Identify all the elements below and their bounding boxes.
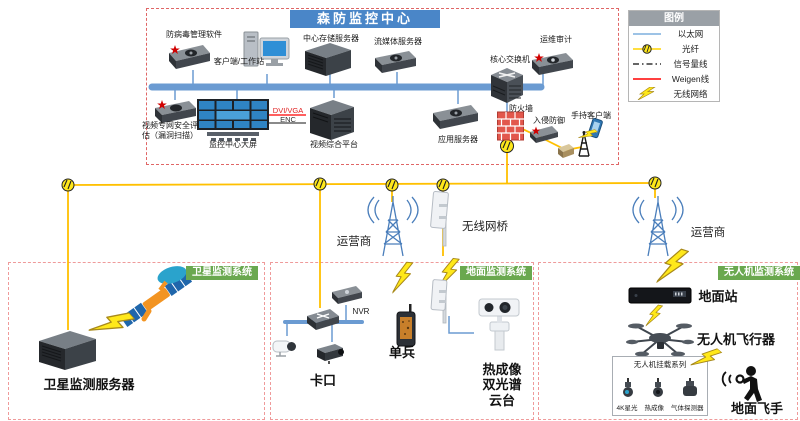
bridge-receiver-icon <box>430 278 456 324</box>
payload-thermal-label: 热成像 <box>644 405 664 412</box>
wireless-bolt-icon <box>391 259 414 297</box>
weigen-line-icon <box>632 74 662 84</box>
box-camera-icon <box>314 340 348 366</box>
ground-switch-icon <box>304 306 342 332</box>
ips-icon <box>528 124 560 144</box>
video-eval-server-icon <box>152 98 200 124</box>
enc-link-label: ENC <box>280 115 296 124</box>
checkpoint-label: 卡口 <box>309 373 336 388</box>
satellite-zone-badge: 卫星监测系统 <box>186 266 258 280</box>
payload-4k-camera-icon <box>620 376 636 400</box>
workstation-icon <box>242 28 292 74</box>
wireless-bolt-icon <box>632 86 662 101</box>
satellite-server-icon <box>34 328 102 370</box>
payload-4k-label: 4K星光 <box>616 405 638 412</box>
wireless-bolt-icon <box>87 302 136 348</box>
video-wall-label: 监控中心大屏 <box>209 140 257 149</box>
ops-audit-icon <box>529 50 577 76</box>
wireless-bridge-label: 无线网桥 <box>462 221 508 233</box>
soldier-label: 单兵 <box>388 345 415 360</box>
ethernet-line-icon <box>632 29 662 39</box>
ptz-camera-label: 热成像 双光谱 云台 <box>482 362 522 408</box>
video-wall-icon <box>197 99 269 143</box>
legend-item-signal: 信号量线 <box>629 56 719 71</box>
pilot-person-icon <box>720 364 766 404</box>
payload-box: 无人机挂载系列 4K星光 热成像 气体探测器 <box>612 356 708 416</box>
nvr-label: NVR <box>352 307 370 316</box>
legend-item-wireless: 无线网络 <box>629 86 719 101</box>
payload-thermal-camera-icon <box>650 376 666 400</box>
uav-label: 无人机飞行器 <box>696 332 775 347</box>
signal-line-icon <box>632 59 662 69</box>
storage-server-label: 中心存储服务器 <box>303 34 359 43</box>
zone-satellite <box>8 262 265 420</box>
video-platform-label: 视频综合平台 <box>310 140 358 149</box>
core-switch-label: 核心交换机 <box>490 55 530 64</box>
ops-audit-label: 运维审计 <box>540 35 572 44</box>
zone-monitoring-center <box>146 8 619 165</box>
zone-ground <box>270 262 534 420</box>
satellite-server-label: 卫星监测服务器 <box>43 377 135 392</box>
firewall-label: 防火墙 <box>509 104 533 113</box>
ground-station-icon <box>628 283 692 307</box>
ips-label: 入侵防御 <box>533 116 565 125</box>
carrier-mid-label: 运营商 <box>336 236 372 248</box>
core-switch-icon <box>488 64 526 104</box>
ground-station-label: 地面站 <box>698 289 738 304</box>
fiber-line-icon <box>632 43 662 55</box>
wireless-bridge-icon <box>430 190 456 248</box>
satellite-icon <box>114 262 198 336</box>
legend-item-fiber: 光纤 <box>629 41 719 56</box>
carrier-right-label: 运营商 <box>690 227 726 239</box>
soldier-phone-icon <box>392 304 420 348</box>
video-eval-label: 视频专网安全评估（漏洞扫描） <box>142 121 198 140</box>
legend: 图例 以太网 光纤 信号量线 Weigen线 无线网络 <box>628 10 720 102</box>
handheld-client-label: 手持客户端 <box>571 111 611 120</box>
antenna-mast-icon <box>574 130 594 158</box>
payload-gas-label: 气体探测器 <box>670 405 704 412</box>
legend-title: 图例 <box>629 11 719 26</box>
drone-icon <box>626 318 694 360</box>
wireless-bolt-icon <box>577 125 598 145</box>
ground-zone-badge: 地面监测系统 <box>460 266 532 280</box>
wireless-bolt-icon <box>655 244 690 291</box>
bullet-camera-icon <box>272 332 298 360</box>
firewall-icon <box>497 111 524 141</box>
antivirus-server-icon <box>166 42 214 70</box>
legend-item-ethernet: 以太网 <box>629 26 719 41</box>
app-server-icon <box>430 102 482 130</box>
streaming-server-icon <box>372 48 420 74</box>
relay-box-icon <box>556 141 576 159</box>
workstation-label: 客户端/工作站 <box>213 57 265 66</box>
dvi-link-label: DVI/VGA <box>272 106 304 115</box>
ptz-camera-icon <box>472 296 526 352</box>
video-platform-icon <box>306 96 358 140</box>
app-server-label: 应用服务器 <box>438 135 478 144</box>
wireless-bolt-icon <box>689 342 723 376</box>
antivirus-server-label: 防病毒管理软件 <box>166 30 222 39</box>
drone-zone-badge: 无人机监测系统 <box>718 266 800 280</box>
carrier-tower-right-icon <box>628 196 688 260</box>
diagram-title: 森防监控中心 <box>290 10 440 28</box>
streaming-server-label: 流媒体服务器 <box>374 37 422 46</box>
carrier-tower-mid-icon <box>365 196 421 260</box>
storage-server-icon <box>300 40 356 76</box>
payload-gas-detector-icon <box>680 376 700 400</box>
payload-title: 无人机挂载系列 <box>633 360 687 369</box>
legend-item-weigen: Weigen线 <box>629 71 719 86</box>
wireless-bolt-icon <box>645 303 664 329</box>
nvr-icon <box>330 284 364 306</box>
pilot-label: 地面飞手 <box>730 401 783 416</box>
